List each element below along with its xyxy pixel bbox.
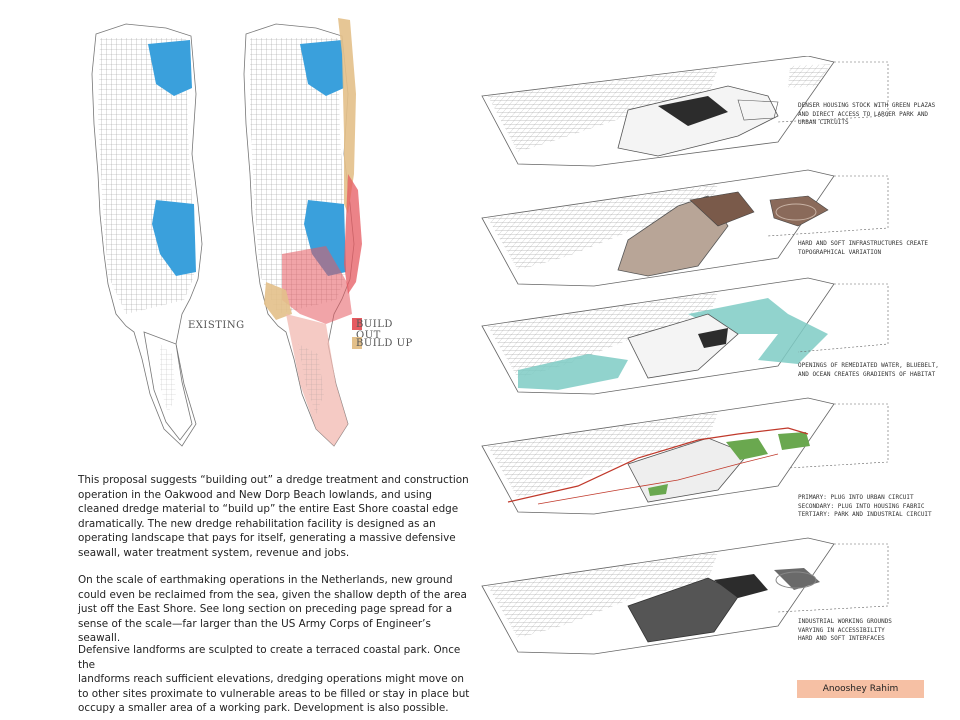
line: occupy a smaller area of a working park.…: [78, 702, 449, 715]
line: could even be reclaimed from the sea, gi…: [78, 588, 467, 601]
layer-topography: [481, 169, 889, 287]
line: landforms reach sufficient elevations, d…: [78, 673, 464, 686]
line: to other sites proximate to vulnerable a…: [78, 687, 470, 700]
line: On the scale of earthmaking operations i…: [78, 574, 453, 586]
layer-label-housing: DENSER HOUSING STOCK WITH GREEN PLAZAS A…: [798, 102, 936, 126]
layer-housing: [481, 55, 889, 167]
paragraph-3: Defensive landforms are sculpted to crea…: [78, 643, 470, 716]
existing-label: EXISTING: [188, 320, 245, 331]
plan-maps-drawing: [91, 18, 362, 447]
line: sense of the scale—far larger than the U…: [78, 617, 431, 645]
line: cleaned dredge material to “build up” th…: [78, 503, 459, 516]
layer-circuits: [481, 397, 889, 515]
existing-map: [91, 23, 203, 447]
proposed-map: [243, 18, 362, 447]
build-out-swatch: [352, 318, 362, 330]
paragraph-1: This proposal suggests “building out” a …: [78, 473, 470, 561]
author-badge: Anooshey Rahim: [797, 680, 924, 698]
line: This proposal suggests “building out” a …: [78, 474, 469, 486]
line: Defensive landforms are sculpted to crea…: [78, 644, 461, 671]
build-up-swatch: [352, 337, 362, 349]
layer-industrial: [481, 537, 889, 655]
layer-label-water: OPENINGS OF REMEDIATED WATER, BLUEBELT, …: [798, 362, 939, 378]
layer-label-topography: HARD AND SOFT INFRASTRUCTURES CREATE TOP…: [798, 240, 929, 256]
line: operation in the Oakwood and New Dorp Be…: [78, 488, 432, 501]
line: operating landscape that pays for itself…: [78, 532, 456, 545]
paragraph-2: On the scale of earthmaking operations i…: [78, 573, 470, 646]
layer-water: [481, 277, 889, 395]
layers-drawing: [481, 55, 889, 655]
line: just off the East Shore. See long sectio…: [78, 603, 453, 616]
layer-label-circuits: PRIMARY: PLUG INTO URBAN CIRCUIT SECONDA…: [798, 494, 932, 518]
line: seawall, water treatment system, revenue…: [78, 546, 350, 559]
axonometric-layers: DENSER HOUSING STOCK WITH GREEN PLAZAS A…: [478, 55, 960, 682]
line: dramatically. The new dredge rehabilitat…: [78, 517, 436, 530]
build-up-label: BUILD UP: [356, 338, 413, 349]
site-plan-maps: EXISTING BUILD OUT BUILD UP: [86, 14, 416, 454]
build-out-label: BUILD OUT: [356, 319, 393, 341]
layer-label-industrial: INDUSTRIAL WORKING GROUNDS VARYING IN AC…: [798, 618, 892, 642]
